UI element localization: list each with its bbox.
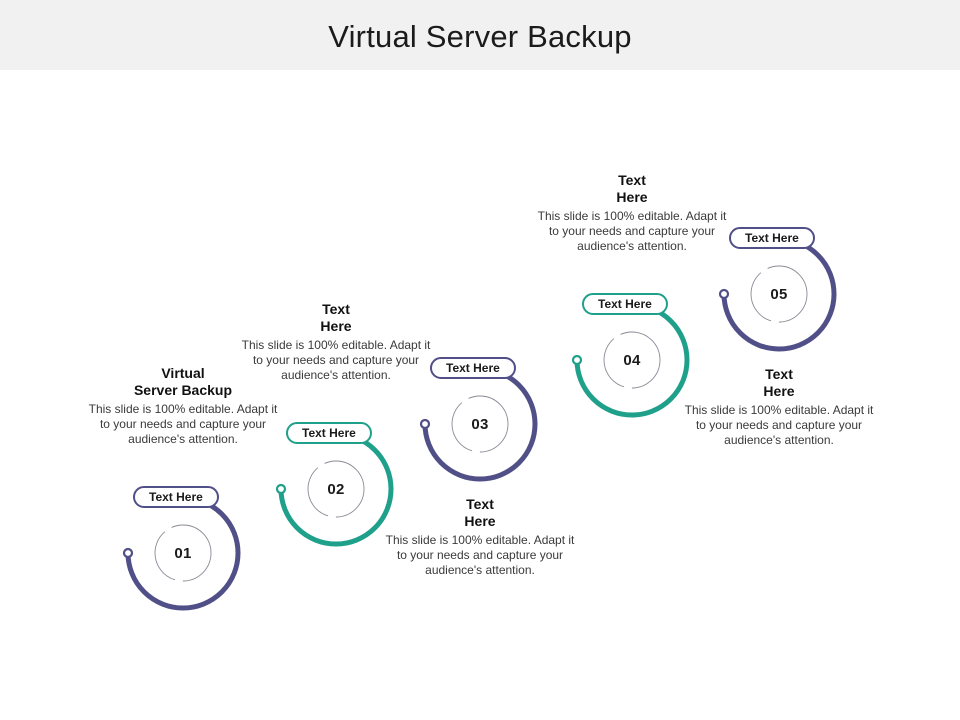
step-arc-02 (246, 399, 426, 579)
step-number-03: 03 (471, 415, 489, 433)
step-heading-line1-04: Text (618, 172, 646, 188)
step-heading-03: Text Here (385, 496, 575, 530)
step-text-05: Text Here This slide is 100% editable. A… (684, 366, 874, 448)
step-heading-line2-01: Server Backup (133, 382, 233, 398)
diagram-stage: 01 Text Here Virtual Server Backup This … (0, 70, 960, 720)
step-number-01: 01 (174, 544, 192, 562)
step-number-05: 05 (770, 285, 788, 303)
step-heading-line2-03: Here (464, 513, 496, 529)
step-body-01: This slide is 100% editable. Adapt it to… (88, 402, 278, 446)
step-text-03: Text Here This slide is 100% editable. A… (385, 496, 575, 578)
step-heading-line2-04: Here (616, 189, 648, 205)
step-heading-05: Text Here (684, 366, 874, 400)
step-text-01: Virtual Server Backup This slide is 100%… (88, 365, 278, 447)
step-heading-line2-05: Here (763, 383, 795, 399)
step-pill-label-02: Text Here (302, 426, 356, 440)
step-heading-line1-03: Text (466, 496, 494, 512)
step-text-02: Text Here This slide is 100% editable. A… (241, 301, 431, 383)
step-pill-label-05: Text Here (745, 231, 799, 245)
step-pill-05[interactable]: Text Here (729, 227, 815, 249)
step-heading-line1-01: Virtual (161, 365, 205, 381)
step-pill-04[interactable]: Text Here (582, 293, 668, 315)
step-text-04: Text Here This slide is 100% editable. A… (537, 172, 727, 254)
step-arc-03 (390, 334, 570, 514)
step-heading-line1-05: Text (765, 366, 793, 382)
step-arc-01 (93, 463, 273, 643)
step-arc-05 (689, 204, 869, 384)
step-pill-03[interactable]: Text Here (430, 357, 516, 379)
step-heading-02: Text Here (241, 301, 431, 335)
step-pill-label-03: Text Here (446, 361, 500, 375)
step-pill-label-04: Text Here (598, 297, 652, 311)
step-body-02: This slide is 100% editable. Adapt it to… (241, 338, 431, 382)
step-heading-line2-02: Here (320, 318, 352, 334)
page-title: Virtual Server Backup (328, 19, 632, 54)
step-heading-01: Virtual Server Backup (88, 365, 278, 399)
step-body-04: This slide is 100% editable. Adapt it to… (537, 209, 727, 253)
step-body-03: This slide is 100% editable. Adapt it to… (385, 533, 575, 577)
step-number-04: 04 (623, 351, 641, 369)
step-heading-line1-02: Text (322, 301, 350, 317)
step-number-02: 02 (327, 480, 345, 498)
step-pill-02[interactable]: Text Here (286, 422, 372, 444)
step-pill-label-01: Text Here (149, 490, 203, 504)
step-heading-04: Text Here (537, 172, 727, 206)
step-pill-01[interactable]: Text Here (133, 486, 219, 508)
header-band (0, 0, 960, 70)
step-arc-04 (542, 270, 722, 450)
step-body-05: This slide is 100% editable. Adapt it to… (684, 403, 874, 447)
